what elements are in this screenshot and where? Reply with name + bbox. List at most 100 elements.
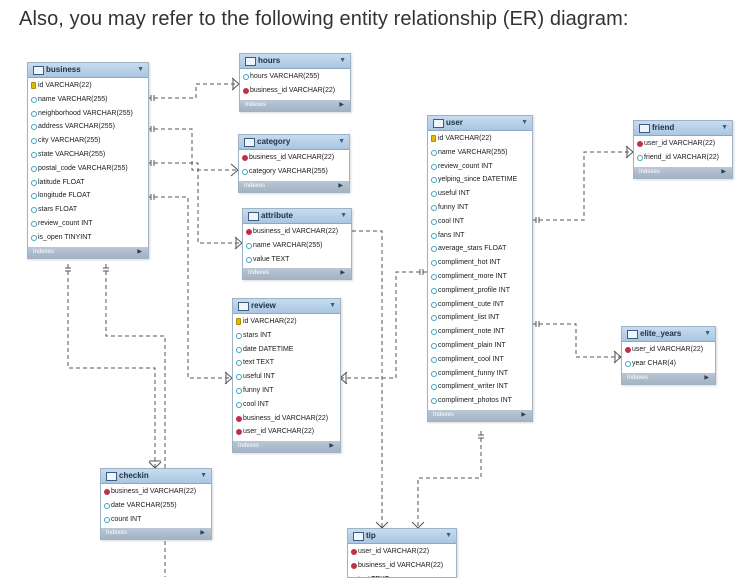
table-checkin[interactable]: checkin▼ business_id VARCHAR(22)date VAR…: [100, 468, 212, 541]
column-row[interactable]: useful INT: [428, 187, 532, 201]
indexes-section[interactable]: Indexes▶: [28, 246, 148, 258]
chevron-right-icon[interactable]: ▶: [339, 101, 344, 108]
table-header[interactable]: elite_years▼: [622, 327, 715, 342]
column-row[interactable]: compliment_funny INT: [428, 367, 532, 381]
column-row[interactable]: compliment_cute INT: [428, 298, 532, 312]
chevron-right-icon[interactable]: ▶: [704, 374, 709, 381]
column-row[interactable]: average_stars FLOAT: [428, 242, 532, 256]
table-header[interactable]: tip▼: [348, 529, 456, 544]
indexes-section[interactable]: Indexes▶: [428, 409, 532, 421]
column-row[interactable]: id VARCHAR(22): [28, 79, 148, 93]
column-row[interactable]: yelping_since DATETIME: [428, 173, 532, 187]
column-row[interactable]: stars INT: [233, 329, 340, 343]
column-row[interactable]: business_id VARCHAR(22): [348, 559, 456, 573]
chevron-down-icon[interactable]: ▼: [445, 532, 452, 539]
table-category[interactable]: category▼ business_id VARCHAR(22)categor…: [238, 134, 350, 193]
column-row[interactable]: postal_code VARCHAR(255): [28, 162, 148, 176]
indexes-section[interactable]: Indexes▶: [233, 441, 340, 453]
column-row[interactable]: address VARCHAR(255): [28, 120, 148, 134]
column-row[interactable]: compliment_profile INT: [428, 284, 532, 298]
column-row[interactable]: compliment_note INT: [428, 325, 532, 339]
table-tip[interactable]: tip▼ user_id VARCHAR(22)business_id VARC…: [347, 528, 457, 578]
chevron-down-icon[interactable]: ▼: [340, 212, 347, 219]
table-attribute[interactable]: attribute▼ business_id VARCHAR(22)name V…: [242, 208, 352, 281]
indexes-section[interactable]: Indexes▶: [240, 99, 350, 111]
column-row[interactable]: friend_id VARCHAR(22): [634, 151, 732, 165]
column-row[interactable]: fans INT: [428, 229, 532, 243]
column-row[interactable]: name VARCHAR(255): [28, 93, 148, 107]
table-elite-years[interactable]: elite_years▼ user_id VARCHAR(22)year CHA…: [621, 326, 716, 385]
chevron-right-icon[interactable]: ▶: [329, 443, 334, 450]
column-row[interactable]: id VARCHAR(22): [428, 132, 532, 146]
table-header[interactable]: hours▼: [240, 54, 350, 69]
column-row[interactable]: name VARCHAR(255): [428, 146, 532, 160]
chevron-down-icon[interactable]: ▼: [137, 66, 144, 73]
table-header[interactable]: checkin▼: [101, 469, 211, 484]
column-row[interactable]: text TEXT: [233, 356, 340, 370]
chevron-down-icon[interactable]: ▼: [338, 138, 345, 145]
table-header[interactable]: review▼: [233, 299, 340, 314]
table-hours[interactable]: hours▼ hours VARCHAR(255)business_id VAR…: [239, 53, 351, 112]
column-row[interactable]: is_open TINYINT: [28, 231, 148, 245]
column-row[interactable]: funny INT: [428, 201, 532, 215]
column-row[interactable]: funny INT: [233, 384, 340, 398]
column-row[interactable]: id VARCHAR(22): [233, 315, 340, 329]
table-header[interactable]: category▼: [239, 135, 349, 150]
column-row[interactable]: text TEXT: [348, 573, 456, 577]
column-row[interactable]: value TEXT: [243, 253, 351, 267]
chevron-right-icon[interactable]: ▶: [338, 182, 343, 189]
column-row[interactable]: date VARCHAR(255): [101, 499, 211, 513]
column-row[interactable]: state VARCHAR(255): [28, 148, 148, 162]
indexes-section[interactable]: Indexes▶: [634, 166, 732, 178]
table-header[interactable]: user▼: [428, 116, 532, 131]
column-row[interactable]: business_id VARCHAR(22): [233, 412, 340, 426]
table-header[interactable]: business▼: [28, 63, 148, 78]
chevron-down-icon[interactable]: ▼: [339, 57, 346, 64]
table-user[interactable]: user▼ id VARCHAR(22)name VARCHAR(255)rev…: [427, 115, 533, 422]
column-row[interactable]: business_id VARCHAR(22): [243, 225, 351, 239]
column-row[interactable]: business_id VARCHAR(22): [101, 485, 211, 499]
chevron-right-icon[interactable]: ▶: [340, 270, 345, 277]
column-row[interactable]: category VARCHAR(255): [239, 165, 349, 179]
column-row[interactable]: latitude FLOAT: [28, 176, 148, 190]
column-row[interactable]: business_id VARCHAR(22): [239, 151, 349, 165]
column-row[interactable]: user_id VARCHAR(22): [348, 545, 456, 559]
chevron-right-icon[interactable]: ▶: [137, 248, 142, 255]
chevron-right-icon[interactable]: ▶: [200, 530, 205, 537]
column-row[interactable]: user_id VARCHAR(22): [622, 343, 715, 357]
column-row[interactable]: hours VARCHAR(255): [240, 70, 350, 84]
table-header[interactable]: friend▼: [634, 121, 732, 136]
chevron-right-icon[interactable]: ▶: [721, 168, 726, 175]
table-friend[interactable]: friend▼ user_id VARCHAR(22)friend_id VAR…: [633, 120, 733, 179]
column-row[interactable]: compliment_hot INT: [428, 256, 532, 270]
chevron-down-icon[interactable]: ▼: [721, 124, 728, 131]
column-row[interactable]: user_id VARCHAR(22): [634, 137, 732, 151]
column-row[interactable]: compliment_plain INT: [428, 339, 532, 353]
indexes-section[interactable]: Indexes▶: [622, 372, 715, 384]
column-row[interactable]: name VARCHAR(255): [243, 239, 351, 253]
column-row[interactable]: useful INT: [233, 370, 340, 384]
table-business[interactable]: business▼ id VARCHAR(22)name VARCHAR(255…: [27, 62, 149, 259]
column-row[interactable]: longitude FLOAT: [28, 189, 148, 203]
column-row[interactable]: city VARCHAR(255): [28, 134, 148, 148]
table-header[interactable]: attribute▼: [243, 209, 351, 224]
chevron-down-icon[interactable]: ▼: [329, 302, 336, 309]
column-row[interactable]: cool INT: [428, 215, 532, 229]
column-row[interactable]: business_id VARCHAR(22): [240, 84, 350, 98]
column-row[interactable]: year CHAR(4): [622, 357, 715, 371]
indexes-section[interactable]: Indexes▶: [101, 528, 211, 540]
indexes-section[interactable]: Indexes▶: [239, 180, 349, 192]
chevron-down-icon[interactable]: ▼: [200, 472, 207, 479]
column-row[interactable]: compliment_list INT: [428, 311, 532, 325]
chevron-right-icon[interactable]: ▶: [521, 411, 526, 418]
column-row[interactable]: review_count INT: [28, 217, 148, 231]
column-row[interactable]: compliment_cool INT: [428, 353, 532, 367]
column-row[interactable]: neighborhood VARCHAR(255): [28, 107, 148, 121]
column-row[interactable]: compliment_photos INT: [428, 394, 532, 408]
chevron-down-icon[interactable]: ▼: [704, 330, 711, 337]
column-row[interactable]: stars FLOAT: [28, 203, 148, 217]
column-row[interactable]: compliment_more INT: [428, 270, 532, 284]
column-row[interactable]: count INT: [101, 513, 211, 527]
column-row[interactable]: date DATETIME: [233, 343, 340, 357]
